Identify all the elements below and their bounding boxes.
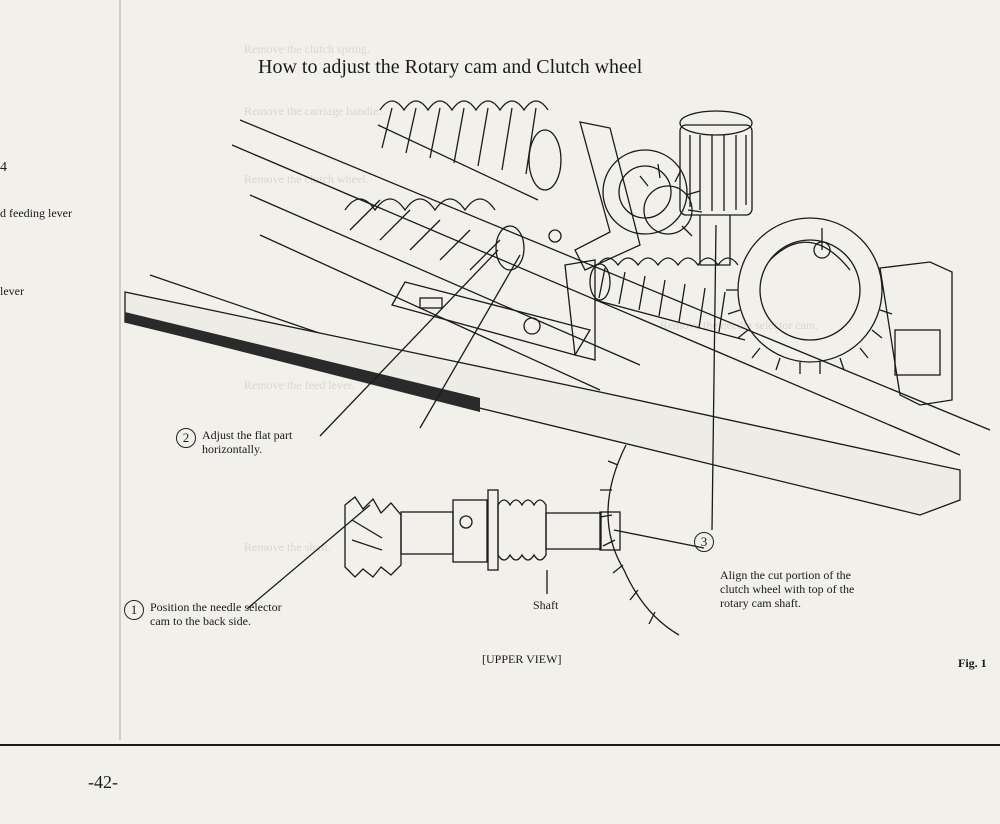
bleed-text-1: Remove the clutch spring. xyxy=(244,42,370,56)
bleed-text-2: Remove the carriage handle. xyxy=(244,104,382,118)
page-number: -42- xyxy=(88,772,118,792)
callout-text-1: Position the needle selector cam to the … xyxy=(150,600,282,628)
bleed-text-5: Remove the feed lever. xyxy=(244,378,355,392)
page-title: How to adjust the Rotary cam and Clutch … xyxy=(258,56,643,78)
callout-align-cut: 3 Align the cut portion of the clutch wh… xyxy=(694,532,874,610)
shaft-label: Shaft xyxy=(533,598,559,612)
callout-adjust-flat: 2 Adjust the flat part horizontally. xyxy=(176,428,356,456)
callout-text-2: Adjust the flat part horizontally. xyxy=(202,428,293,456)
callout-number-2: 2 xyxy=(176,428,196,448)
callout-position-cam: 1 Position the needle selector cam to th… xyxy=(124,600,314,628)
bleed-text-6: Remove the shaft. xyxy=(244,540,331,554)
left-margin-line-1: 4 xyxy=(0,160,7,175)
left-margin-line-2: d feeding lever xyxy=(0,206,72,220)
callout-number-1: 1 xyxy=(124,600,144,620)
left-margin-line-3: lever xyxy=(0,284,24,298)
bleed-text-3: Remove the clutch wheel. xyxy=(244,172,369,186)
callout-number-3: 3 xyxy=(694,532,714,552)
figure-label: Fig. 1 xyxy=(958,656,987,670)
callout-text-3: Align the cut portion of the clutch whee… xyxy=(720,568,855,610)
upper-view-label: [UPPER VIEW] xyxy=(482,652,562,666)
